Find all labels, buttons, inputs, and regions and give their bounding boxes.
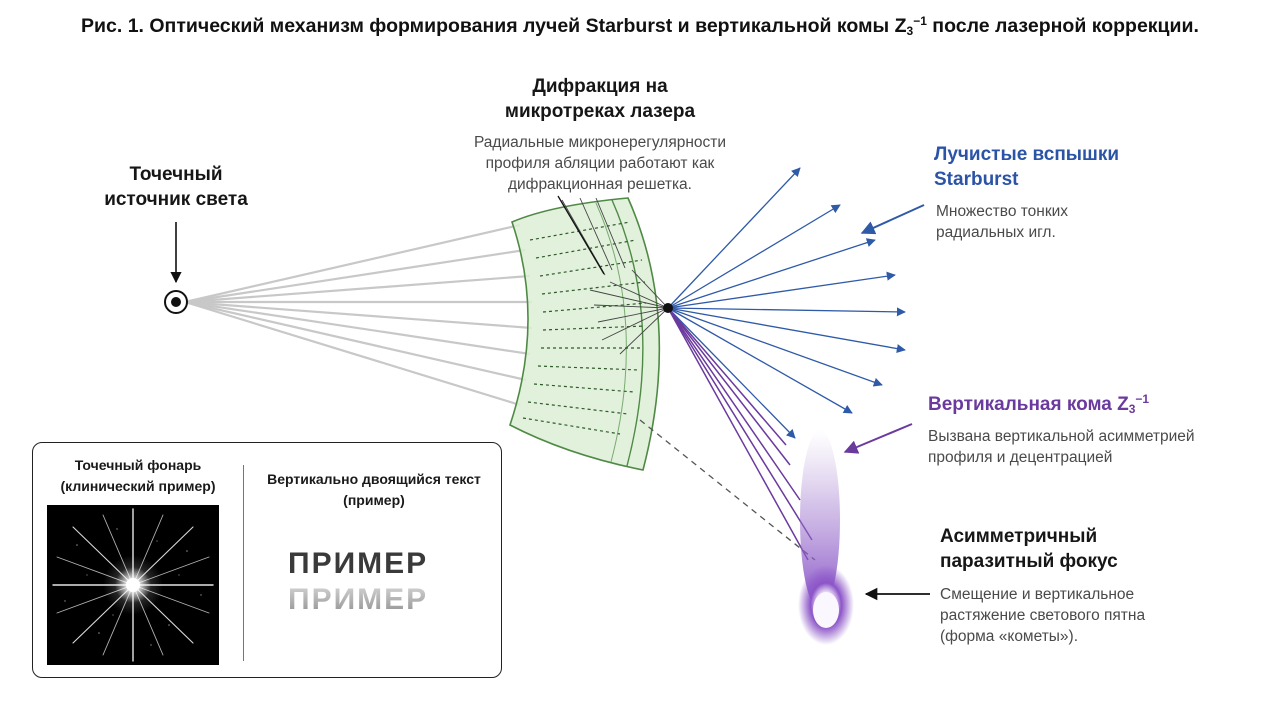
focus-desc-line1: Смещение и вертикальное	[940, 586, 1135, 603]
comet-spot	[798, 430, 854, 645]
focus-desc-line3: (форма «кометы»).	[940, 628, 1079, 645]
title-main: Рис. 1. Оптический механизм формирования…	[81, 15, 907, 37]
source-label-line1: Точечный	[129, 164, 223, 185]
focus-heading-line1: Асимметричный	[940, 526, 1098, 547]
starburst-rays	[667, 167, 906, 439]
diffraction-desc-line3: дифракционная решетка.	[507, 176, 692, 193]
coma-heading-sup: −1	[1135, 392, 1150, 406]
flashlight-label-line2: (клинический пример)	[60, 478, 216, 494]
starburst-heading: Лучистые вспышки Starburst	[934, 142, 1234, 192]
focus-desc-line2: растяжение светового пятна	[940, 607, 1146, 624]
coma-heading-main: Вертикальная кома Z	[928, 394, 1129, 415]
coma-description: Вызвана вертикальной асимметрией профиля…	[928, 426, 1268, 468]
flashlight-example-label: Точечный фонарь (клинический пример)	[43, 455, 233, 497]
panel-divider	[243, 465, 244, 661]
diffraction-description: Радиальные микронерегулярности профиля а…	[430, 132, 770, 195]
coma-desc-line2: профиля и децентрацией	[928, 449, 1113, 466]
sample-text-primary: ПРИМЕР	[288, 547, 429, 580]
starburst-heading-line2: Starburst	[934, 169, 1019, 190]
diffraction-heading-line2: микротреках лазера	[504, 101, 696, 122]
figure-title: Рис. 1. Оптический механизм формирования…	[0, 15, 1280, 38]
coma-rays	[667, 307, 813, 561]
incoming-rays	[184, 223, 533, 407]
starburst-desc-line2: радиальных игл.	[936, 224, 1056, 241]
focus-heading-line2: паразитный фокус	[940, 551, 1118, 572]
clinical-examples-panel: Точечный фонарь (клинический пример)	[32, 442, 502, 678]
point-source-icon	[164, 290, 188, 314]
dashed-reference-ray	[639, 419, 816, 561]
diffraction-pointer	[557, 195, 605, 275]
focus-description: Смещение и вертикальное растяжение свето…	[940, 584, 1240, 647]
diffraction-desc-line1: Радиальные микронерегулярности	[473, 134, 727, 151]
double-text-label-line1: Вертикально двоящийся текст	[267, 471, 481, 487]
coma-desc-line1: Вызвана вертикальной асимметрией	[928, 428, 1195, 445]
ablation-profile-lens	[509, 197, 661, 471]
coma-callout-arrow	[843, 423, 913, 454]
starburst-callout-arrow	[860, 204, 925, 235]
sample-text-ghost: ПРИМЕР	[288, 583, 429, 616]
double-text-example-label: Вертикально двоящийся текст (пример)	[255, 469, 493, 511]
starburst-description: Множество тонких радиальных игл.	[936, 201, 1196, 243]
flashlight-label-line1: Точечный фонарь	[74, 457, 202, 473]
title-superscript: −1	[913, 14, 927, 28]
diffraction-heading: Дифракция на микротреках лазера	[470, 74, 730, 124]
double-text-label-line2: (пример)	[343, 492, 405, 508]
diffraction-desc-line2: профиля абляции работают как	[485, 155, 715, 172]
coma-heading: Вертикальная кома Z3−1	[928, 392, 1248, 417]
source-label: Точечный источник света	[86, 162, 266, 212]
source-label-line2: источник света	[104, 189, 248, 210]
coma-heading-sub: 3	[1128, 402, 1136, 416]
focus-heading: Асимметричный паразитный фокус	[940, 524, 1240, 574]
diffraction-lines	[561, 197, 669, 355]
starburst-photo	[47, 505, 219, 665]
starburst-heading-line1: Лучистые вспышки	[934, 144, 1120, 165]
title-tail: после лазерной коррекции.	[926, 15, 1199, 37]
starburst-desc-line1: Множество тонких	[936, 203, 1069, 220]
diffraction-heading-line1: Дифракция на	[532, 76, 668, 97]
lens-focal-point	[663, 303, 673, 313]
title-subscript: 3	[906, 24, 914, 38]
